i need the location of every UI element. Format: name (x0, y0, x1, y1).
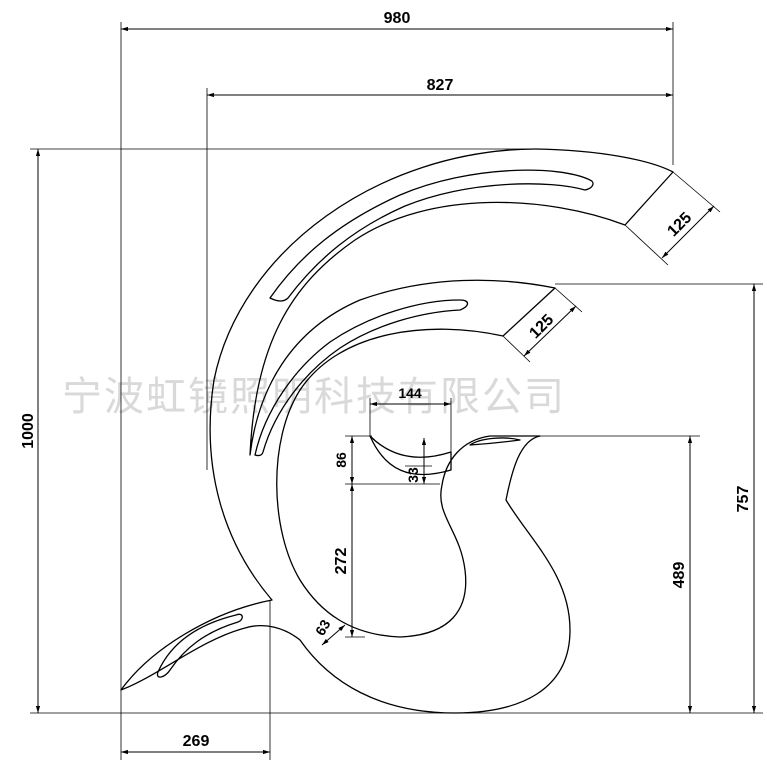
dim-line-neck-thickness (321, 624, 346, 646)
dim-neck-thickness: 63 (312, 617, 334, 639)
beak-outline (369, 435, 452, 476)
eye-slot (469, 437, 521, 446)
dimension-lines (35, 26, 757, 755)
dim-overall-width: 980 (384, 10, 411, 27)
dim-head-width: 144 (398, 385, 422, 401)
dim-inner-height: 489 (671, 562, 688, 589)
dim-head-height: 86 (333, 452, 349, 468)
upper-arc-outline (120, 148, 674, 714)
extension-lines (30, 22, 763, 760)
dim-overall-height: 1000 (20, 413, 37, 449)
watermark-text: 宁波虹镜照明科技有限公司 (62, 374, 566, 420)
dim-right-height: 757 (735, 486, 752, 513)
dim-upper-band: 125 (664, 209, 695, 240)
middle-arc-slot (254, 299, 469, 457)
lamp-outline (120, 148, 674, 714)
dim-neck-height: 272 (333, 548, 350, 575)
tail-slot (156, 613, 243, 678)
upper-arc-slot (269, 169, 594, 302)
dim-line-upper-band (661, 205, 715, 259)
dim-middle-band: 125 (526, 311, 557, 342)
dim-bottom-width: 269 (183, 733, 210, 750)
dim-upper-width: 827 (427, 77, 454, 94)
dim-beak-gap: 33 (405, 467, 421, 483)
dim-line-middle-band (523, 305, 577, 357)
